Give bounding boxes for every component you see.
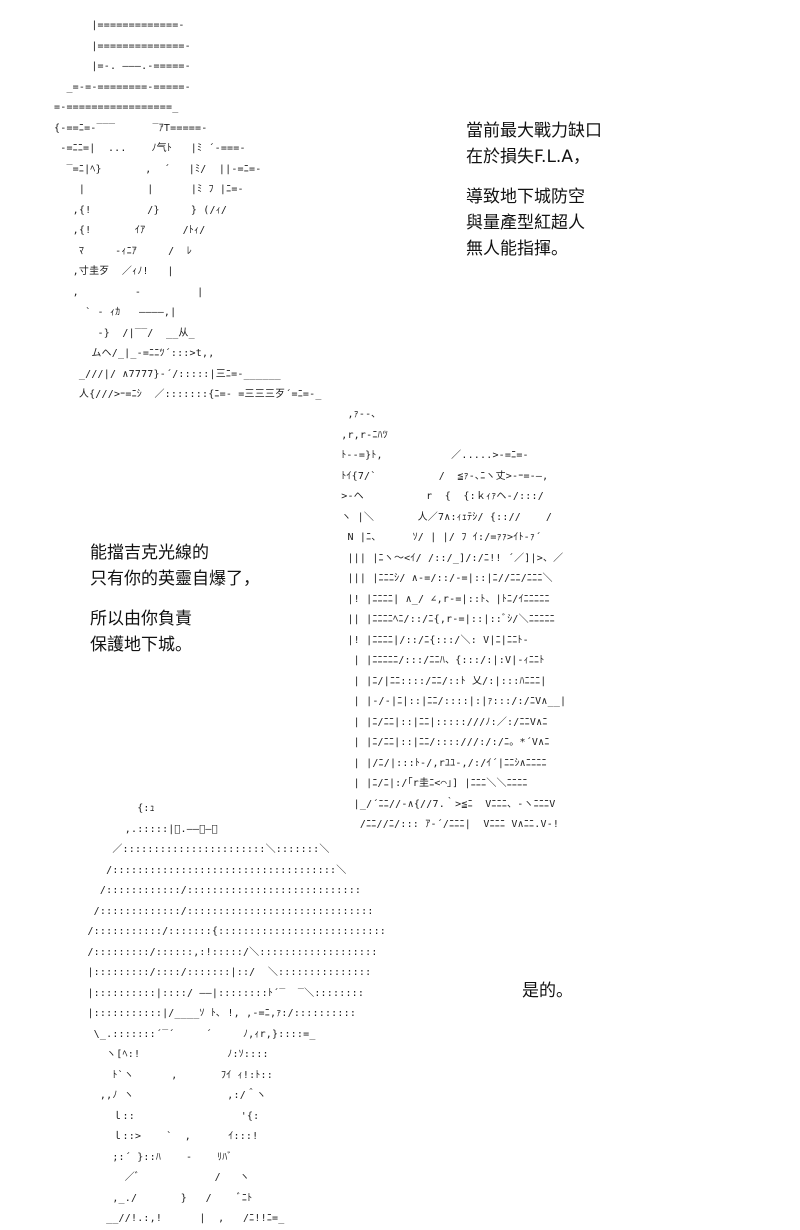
line-gap <box>90 592 350 606</box>
panel-2: ,ｧ--､ ,r,r-ﾆﾊﾂ ﾄ--=}ﾄ, ／.....>-=ﾆ=- ﾄｲ{7… <box>335 395 785 830</box>
dialogue-1-line-3: 導致地下城防空 <box>466 187 585 207</box>
ascii-art-character-hat: |=============- |==============- |=-. ——… <box>54 20 322 400</box>
dialogue-1-line-4: 與量產型紅超人 <box>466 213 585 233</box>
dialogue-1: 當前最大戰力缺口 在於損失F.L.A， 導致地下城防空 與量產型紅超人 無人能指… <box>466 118 786 262</box>
ascii-art-character-staff: ,ｧ--､ ,r,r-ﾆﾊﾂ ﾄ--=}ﾄ, ／.....>-=ﾆ=- ﾄｲ{7… <box>341 409 567 830</box>
line-gap <box>466 170 786 184</box>
dialogue-3: 是的。 <box>522 978 722 1004</box>
dialogue-1-line-1: 當前最大戰力缺口 <box>466 121 602 141</box>
dialogue-2-line-4: 保護地下城。 <box>90 635 192 655</box>
dialogue-3-line-1: 是的。 <box>522 981 573 1001</box>
dialogue-1-line-2: 在於損失F.L.A， <box>466 147 590 167</box>
panel-1: |=============- |==============- |=-. ——… <box>40 10 460 400</box>
dialogue-2: 能擋吉克光線的 只有你的英靈自爆了， 所以由你負責 保護地下城。 <box>90 540 350 658</box>
panel-3: {:ｭ ,.:::::|ﾞ.——、—、 ／:::::::::::::::::::… <box>75 795 395 1224</box>
ascii-art-character-hair: {:ｭ ,.:::::|ﾞ.——、—、 ／:::::::::::::::::::… <box>87 803 387 1224</box>
dialogue-2-line-1: 能擋吉克光線的 <box>90 543 209 563</box>
dialogue-1-line-5: 無人能指揮。 <box>466 239 568 259</box>
dialogue-2-line-2: 只有你的英靈自爆了， <box>90 569 260 589</box>
dialogue-2-line-3: 所以由你負責 <box>90 609 192 629</box>
